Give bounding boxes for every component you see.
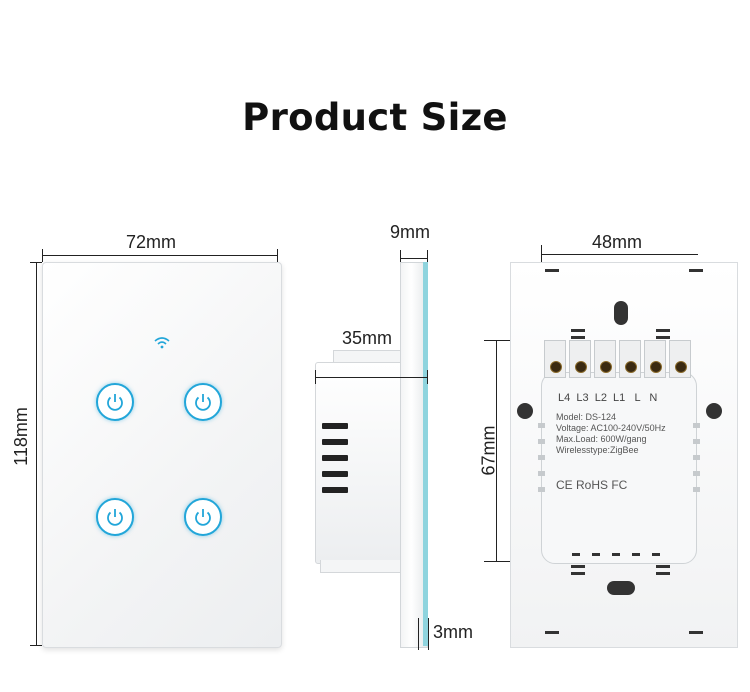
power-icon	[195, 509, 211, 526]
vent-slot	[322, 471, 348, 477]
side-foot	[320, 560, 402, 573]
dimension-tick	[315, 370, 316, 384]
side-backbox	[315, 362, 403, 564]
front-height-label: 118mm	[10, 407, 31, 466]
vent-slot	[322, 439, 348, 445]
model-text: Model: DS-124	[556, 412, 617, 422]
clip-slot	[545, 269, 559, 272]
front-width-label: 72mm	[126, 232, 177, 252]
terminal-block	[544, 340, 694, 378]
back-height-label: 67mm	[478, 425, 499, 476]
screw-icon	[625, 361, 637, 373]
wireless-type-text: Wirelesstype:ZigBee	[556, 445, 639, 455]
screw-icon	[675, 361, 687, 373]
vent-slot	[572, 553, 580, 556]
terminal	[569, 340, 591, 378]
terminal	[669, 340, 691, 378]
clip-slot	[689, 269, 703, 272]
power-icon	[107, 394, 123, 411]
vent	[538, 455, 545, 460]
vent	[538, 423, 545, 428]
page-title: Product Size	[242, 96, 508, 139]
terminal	[544, 340, 566, 378]
vent-slot	[656, 329, 670, 332]
touch-button-4[interactable]	[184, 498, 222, 536]
mounting-hole	[607, 581, 635, 595]
vent	[693, 471, 700, 476]
screw-icon	[650, 361, 662, 373]
vent	[693, 455, 700, 460]
touch-button-1[interactable]	[96, 383, 134, 421]
vent-slot	[632, 553, 640, 556]
dimension-tick	[277, 249, 278, 262]
side-depth-label: 35mm	[342, 328, 393, 348]
side-clip	[706, 403, 722, 419]
wifi-icon	[154, 337, 170, 349]
vent-slot	[571, 572, 585, 575]
side-glass-edge	[423, 262, 428, 646]
terminal	[594, 340, 616, 378]
width-dimension-line	[42, 255, 278, 256]
clip-slot	[545, 631, 559, 634]
vent-slot	[571, 329, 585, 332]
dimension-tick	[400, 250, 401, 268]
vent	[538, 471, 545, 476]
certification-marks: CE RoHS FC	[556, 478, 628, 492]
vent	[693, 423, 700, 428]
side-thickness-label: 9mm	[390, 222, 430, 242]
vent-slot	[592, 553, 600, 556]
glass-thickness-label: 3mm	[433, 622, 473, 642]
dimension-tick	[30, 645, 42, 646]
side-clip	[517, 403, 533, 419]
terminal	[619, 340, 641, 378]
back-height-dimension-line	[496, 340, 497, 561]
dimension-tick	[30, 262, 42, 263]
screw-icon	[600, 361, 612, 373]
max-load-text: Max.Load: 600W/gang	[556, 434, 647, 444]
spec-label: Model: DS-124 Voltage: AC100-240V/50Hz M…	[556, 390, 688, 502]
height-dimension-line	[36, 262, 37, 646]
vent	[693, 487, 700, 492]
dimension-tick	[42, 249, 43, 262]
vent-slot	[656, 565, 670, 568]
back-width-dimension-line	[541, 254, 698, 255]
terminal	[644, 340, 666, 378]
vent-slot	[656, 572, 670, 575]
vent-slot	[656, 336, 670, 339]
dimension-tick	[427, 250, 428, 268]
screw-icon	[575, 361, 587, 373]
relay-module	[538, 372, 700, 564]
vent-slot	[322, 487, 348, 493]
dimension-tick	[427, 370, 428, 384]
vent-slot	[612, 553, 620, 556]
thickness-dimension-line	[400, 258, 428, 259]
mounting-hole	[614, 301, 628, 325]
vent	[693, 439, 700, 444]
screw-icon	[550, 361, 562, 373]
vent-slot	[652, 553, 660, 556]
touch-button-3[interactable]	[96, 498, 134, 536]
vent-slot	[571, 336, 585, 339]
vent-slot	[322, 455, 348, 461]
terminal-labels: L4 L3 L2 L1 L N	[558, 392, 658, 404]
power-icon	[107, 509, 123, 526]
power-icon	[195, 394, 211, 411]
vent	[538, 439, 545, 444]
vent	[538, 487, 545, 492]
dimension-tick	[428, 618, 429, 650]
switch-front-panel	[42, 262, 282, 648]
vent-slot	[571, 565, 585, 568]
clip-slot	[689, 631, 703, 634]
touch-button-2[interactable]	[184, 383, 222, 421]
depth-dimension-line	[315, 377, 428, 378]
dimension-tick	[418, 618, 419, 650]
vent-slot	[322, 423, 348, 429]
voltage-text: Voltage: AC100-240V/50Hz	[556, 423, 666, 433]
back-width-label: 48mm	[592, 232, 643, 252]
